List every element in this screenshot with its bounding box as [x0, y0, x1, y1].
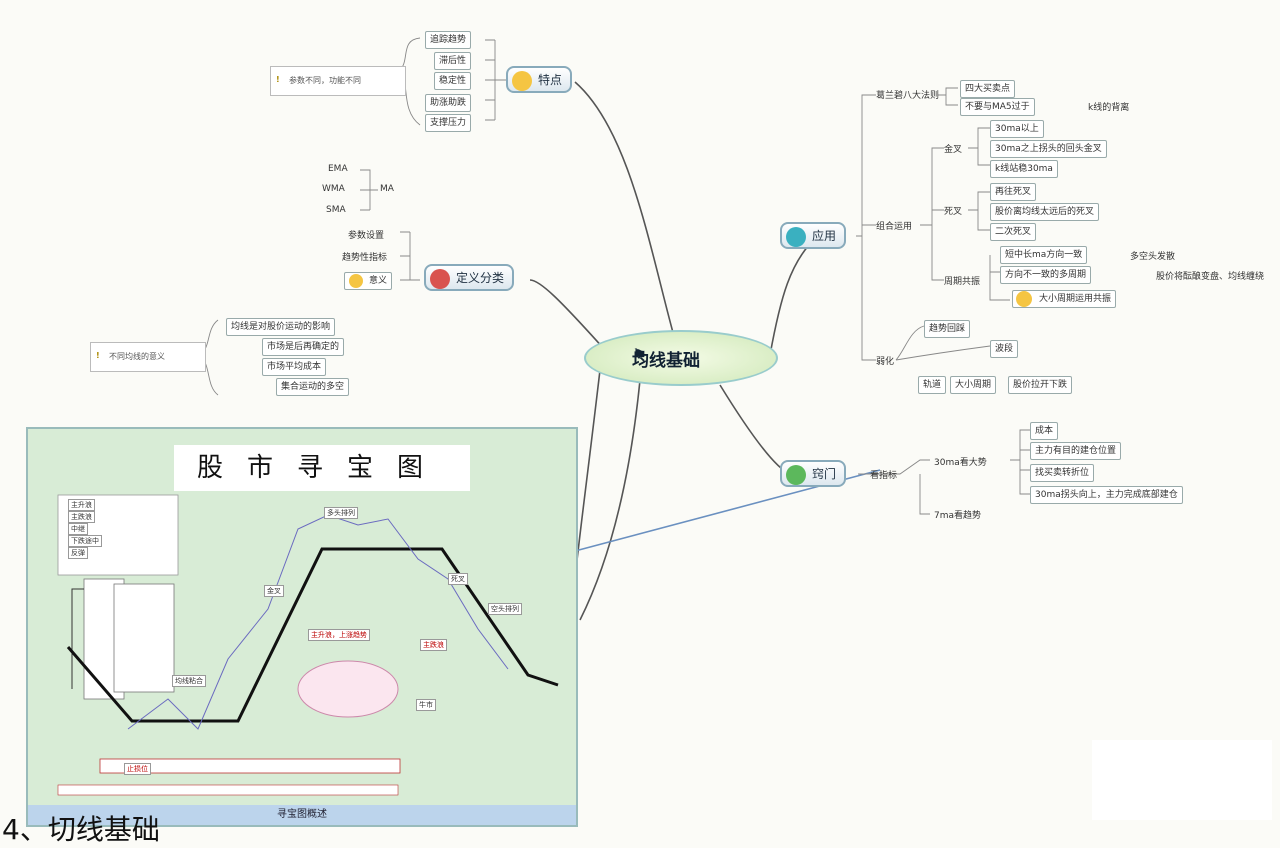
meaning-item[interactable]: 集合运动的多空 [276, 378, 350, 396]
map-label: 牛市 [416, 699, 436, 711]
meaning-node[interactable]: 意义 [344, 272, 393, 290]
legend-item: 反弹 [68, 547, 88, 559]
arrange-tail: 多空头发散 [1130, 252, 1176, 262]
ma-type: EMA [328, 164, 348, 174]
ma30-item[interactable]: 主力有目的建仓位置 [1030, 442, 1122, 460]
death-item[interactable]: 股价离均线太远后的死叉 [990, 203, 1100, 221]
tricks-title: 窍门 [812, 467, 837, 481]
meaning-item[interactable]: 市场平均成本 [262, 358, 327, 376]
definition-item: 参数设置 [348, 231, 385, 241]
cross-label: 组合运用 [876, 222, 913, 232]
trend-bottom[interactable]: 大小周期 [950, 376, 997, 394]
granville-item[interactable]: 四大买卖点 [960, 80, 1016, 98]
application-topic[interactable]: 应用 [780, 222, 847, 249]
map-red-label: 主升浪，上涨趋势 [308, 629, 370, 641]
smiley-icon [1016, 291, 1032, 307]
trend-item[interactable]: 波段 [990, 340, 1019, 358]
trend-label: 弱化 [876, 357, 895, 367]
application-title: 应用 [812, 229, 837, 243]
map-label: 死叉 [448, 573, 468, 585]
price-curve [57, 494, 559, 796]
feature-item[interactable]: 支撑压力 [425, 114, 472, 132]
ma30-item[interactable]: 找买卖转折位 [1030, 464, 1095, 482]
golden-item[interactable]: 30ma之上拐头的回头金叉 [990, 140, 1107, 158]
feature-item[interactable]: 滞后性 [434, 52, 472, 70]
trend-bottom[interactable]: 轨道 [918, 376, 947, 394]
treasure-map-image[interactable]: 股市寻宝图 主升浪 主跌浪 中继 下跌途中 反弹 多头排列 空头排列 金叉 死叉… [26, 427, 578, 827]
legend-item: 下跌途中 [68, 535, 102, 547]
smiley-icon [349, 274, 363, 288]
trend-bottom[interactable]: 股价拉开下跌 [1008, 376, 1073, 394]
ma30-item[interactable]: 成本 [1030, 422, 1059, 440]
golden-item[interactable]: k线站稳30ma [990, 160, 1058, 178]
root-topic[interactable]: ⚑ 均线基础 [584, 330, 778, 386]
granville-ma5[interactable]: 不要与MA5过于 [960, 98, 1035, 116]
number-icon [786, 465, 806, 485]
panel-caption: 寻宝图概述 [28, 805, 576, 825]
ma7-label: 7ma看趋势 [934, 511, 982, 521]
tricks-sub: 看指标 [870, 471, 898, 481]
definition-title: 定义分类 [456, 271, 505, 285]
ma30-label: 30ma看大势 [934, 458, 987, 468]
map-red-label: 止损位 [124, 763, 151, 775]
number-icon [786, 227, 806, 247]
tricks-topic[interactable]: 窍门 [780, 460, 847, 487]
features-title: 特点 [538, 73, 563, 87]
legend-item: 主升浪 [68, 499, 95, 511]
ma30-item[interactable]: 30ma拐头向上，主力完成底部建仓 [1030, 486, 1183, 504]
ma-type: WMA [322, 184, 345, 194]
granville-label: 葛兰碧八大法则 [876, 91, 940, 101]
arrange-tail: 股价将酝酿变盘、均线缠绕 [1156, 272, 1265, 282]
golden-item[interactable]: 30ma以上 [990, 120, 1044, 138]
trend-item[interactable]: 趋势回踩 [924, 320, 971, 338]
root-label: 均线基础 [632, 351, 700, 371]
arrange-item[interactable]: 方向不一致的多周期 [1000, 266, 1092, 284]
definition-item: 趋势性指标 [342, 253, 388, 263]
feature-item[interactable]: 稳定性 [434, 72, 472, 90]
arrange-label: 周期共振 [944, 277, 981, 287]
definition-topic[interactable]: 定义分类 [424, 264, 515, 291]
map-label: 均线粘合 [172, 675, 206, 687]
section-heading: 4、切线基础 [2, 813, 160, 846]
map-red-label: 主跌浪 [420, 639, 447, 651]
smiley-icon [512, 71, 532, 91]
arrange-extra[interactable]: 大小周期运用共振 [1012, 290, 1117, 308]
map-label: 金叉 [264, 585, 284, 597]
meaning-item[interactable]: 市场是后再确定的 [262, 338, 345, 356]
death-label: 死叉 [944, 207, 963, 217]
arrange-item[interactable]: 短中长ma方向一致 [1000, 246, 1088, 264]
map-label: 多头排列 [324, 507, 358, 519]
blank-area [1092, 740, 1272, 820]
ma-label: MA [380, 184, 394, 194]
flag-icon: ⚑ [632, 346, 648, 366]
feature-item[interactable]: 追踪趋势 [425, 31, 472, 49]
golden-label: 金叉 [944, 145, 963, 155]
death-item[interactable]: 二次死叉 [990, 223, 1037, 241]
feature-item[interactable]: 助涨助跌 [425, 94, 472, 112]
map-label: 空头排列 [488, 603, 522, 615]
meaning-note[interactable]: 不同均线的意义 [90, 342, 206, 372]
granville-tail: k线的背离 [1088, 103, 1130, 113]
legend-item: 中继 [68, 523, 88, 535]
features-topic[interactable]: 特点 [506, 66, 573, 93]
number-icon [430, 269, 450, 289]
legend-item: 主跌浪 [68, 511, 95, 523]
features-note[interactable]: 参数不同，功能不同 [270, 66, 406, 96]
meaning-item[interactable]: 均线是对股价运动的影响 [226, 318, 336, 336]
death-item[interactable]: 再往死叉 [990, 183, 1037, 201]
ma-type: SMA [326, 205, 346, 215]
meaning-label: 意义 [369, 276, 388, 286]
panel-title: 股市寻宝图 [174, 445, 470, 491]
